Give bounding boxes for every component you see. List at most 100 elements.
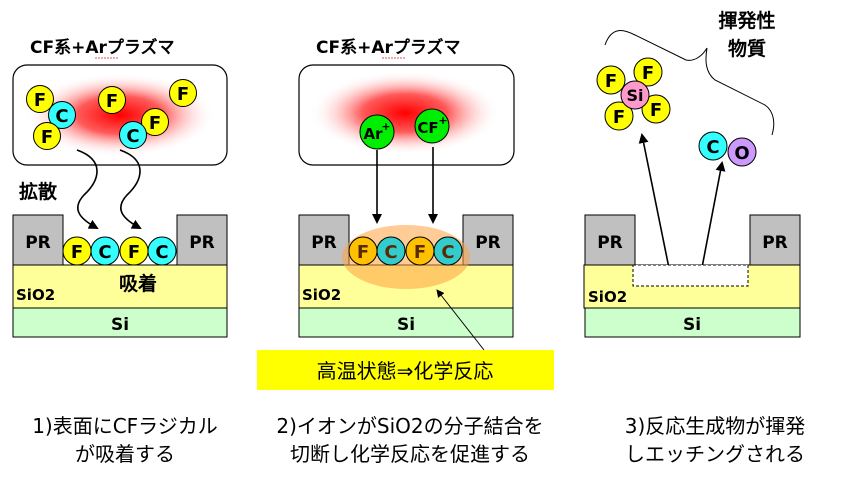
svg-text:CF: CF: [417, 119, 438, 137]
atom-f: F: [604, 101, 634, 131]
svg-text:+: +: [438, 114, 447, 127]
caption-step1: 1)表面にCFラジカル が吸着する: [0, 412, 250, 468]
svg-text:F: F: [149, 113, 161, 134]
svg-text:F: F: [41, 127, 53, 148]
pr-left-label: PR: [25, 233, 51, 253]
svg-text:C: C: [384, 242, 397, 263]
si-layer: [298, 307, 514, 338]
particle-f: F: [26, 85, 54, 113]
adsorbed-f: F: [62, 236, 92, 266]
si-label: Si: [683, 315, 701, 335]
panel-step2: CF系+Arプラズマ Ar + CF + Si SiO2 PR PR F C F…: [257, 37, 554, 390]
pr-right-label: PR: [762, 233, 788, 253]
particle-c: C: [48, 101, 76, 129]
adsorbed-c: C: [90, 236, 120, 266]
pr-right-label: PR: [189, 233, 215, 253]
particle-c: C: [119, 121, 147, 149]
pr-left: [584, 214, 636, 266]
adsorbed-layer: F C F C: [62, 236, 177, 266]
particle-f: F: [141, 108, 169, 136]
brace: [604, 30, 775, 136]
pr-left: [298, 214, 350, 266]
atom-f: F: [596, 65, 626, 95]
svg-text:F: F: [642, 63, 654, 84]
svg-text:C: C: [441, 242, 454, 263]
plasma-glow: [25, 73, 215, 157]
si-layer: [584, 307, 801, 338]
si-layer: [12, 307, 228, 338]
svg-text:Si: Si: [626, 86, 643, 105]
svg-text:F: F: [357, 242, 369, 263]
atom-c: C: [698, 131, 728, 161]
svg-text:F: F: [414, 242, 426, 263]
svg-text:Ar: Ar: [363, 125, 383, 143]
sio2-label: SiO2: [302, 286, 341, 304]
etched-region: [632, 264, 749, 287]
ion-ar: Ar +: [359, 114, 395, 150]
svg-text:C: C: [126, 126, 139, 147]
plasma-title: CF系+Arプラズマ: [316, 37, 461, 58]
svg-text:F: F: [128, 242, 140, 263]
caption-line: 3)反応生成物が揮発: [624, 414, 806, 438]
svg-text:C: C: [155, 242, 168, 263]
caption-line: 切断し化学反応を促進する: [290, 442, 530, 466]
adsorbed-f: F: [348, 236, 378, 266]
callout-box: [257, 350, 554, 390]
sio2-label: SiO2: [16, 286, 55, 304]
adsorbed-c: C: [433, 236, 463, 266]
pr-left-label: PR: [597, 233, 623, 253]
volatile-label-line1: 揮発性: [718, 9, 775, 32]
plasma-glow: [310, 71, 500, 155]
ion-cf: CF +: [414, 108, 450, 144]
particle-f: F: [98, 86, 126, 114]
svg-text:F: F: [605, 71, 617, 92]
particle-f: F: [169, 79, 197, 107]
volatile-label-line2: 物質: [728, 37, 766, 60]
panel-step3: 揮発性 物質 F F F F Si C O Si SiO2 PR PR: [583, 9, 801, 338]
adsorbed-f: F: [405, 236, 435, 266]
co-molecule: C O: [698, 131, 757, 167]
pr-left-label: PR: [311, 233, 337, 253]
si-label: Si: [397, 315, 415, 335]
diffusion-arrow: [119, 149, 142, 229]
caption-line: 1)表面にCFラジカル: [32, 414, 218, 438]
caption-step2: 2)イオンがSiO2の分子結合を 切断し化学反応を促進する: [250, 412, 570, 468]
svg-text:F: F: [106, 91, 118, 112]
adsorbed-layer: F C F C: [348, 236, 463, 266]
desorption-arrow: [699, 161, 726, 279]
atom-f: F: [633, 57, 663, 87]
callout-text: 高温状態⇒化学反応: [317, 359, 494, 383]
sio2-layer: [12, 264, 228, 309]
adsorbed-c: C: [376, 236, 406, 266]
si-label: Si: [111, 315, 129, 335]
panel-step1: CF系+Arプラズマ F C F F F F C 拡散 Si SiO2 吸着 P…: [12, 37, 228, 338]
plasma-particles: F C F F F F C: [26, 79, 197, 150]
particle-f: F: [33, 122, 61, 150]
caption-line: しエッチングされる: [625, 442, 805, 466]
svg-text:F: F: [613, 107, 625, 128]
atom-o: O: [727, 137, 757, 167]
svg-text:O: O: [734, 143, 749, 164]
pr-right: [749, 214, 801, 266]
adsorption-label: 吸着: [119, 272, 157, 295]
svg-text:F: F: [71, 242, 83, 263]
svg-text:C: C: [706, 137, 719, 158]
atom-f: F: [641, 94, 671, 124]
diffusion-arrow: [76, 149, 99, 229]
adsorbed-f: F: [119, 236, 149, 266]
caption-step3: 3)反応生成物が揮発 しエッチングされる: [590, 412, 840, 468]
adsorbed-c: C: [147, 236, 177, 266]
atom-si: Si: [620, 80, 650, 110]
pr-right-label: PR: [475, 233, 501, 253]
svg-text:F: F: [34, 90, 46, 111]
pr-right: [462, 214, 514, 266]
caption-line: が吸着する: [75, 442, 175, 466]
plasma-title: CF系+Arプラズマ: [30, 37, 175, 58]
svg-text:C: C: [98, 242, 111, 263]
pr-right: [176, 214, 228, 266]
svg-text:F: F: [177, 84, 189, 105]
caption-line: 2)イオンがSiO2の分子結合を: [276, 414, 544, 438]
callout-pointer: [436, 289, 485, 351]
svg-text:C: C: [55, 106, 68, 127]
